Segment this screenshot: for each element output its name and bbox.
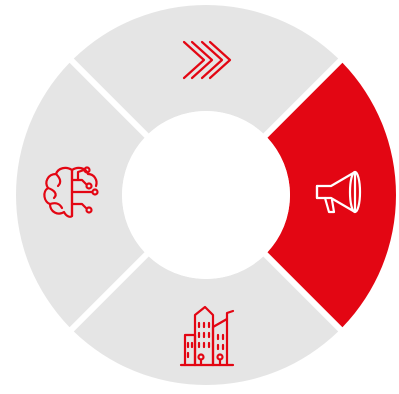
ring-segment-right [267,62,397,328]
ring-segment-left [15,62,145,328]
double-chevron-right-icon [182,40,232,80]
city-buildings-icon [179,305,235,367]
ring-segments [15,5,397,385]
megaphone-icon [315,170,362,214]
ring-segment-top [73,5,339,134]
ring-segment-bottom [73,256,339,385]
brain-circuit-icon [43,166,99,218]
center-hub [122,111,290,279]
